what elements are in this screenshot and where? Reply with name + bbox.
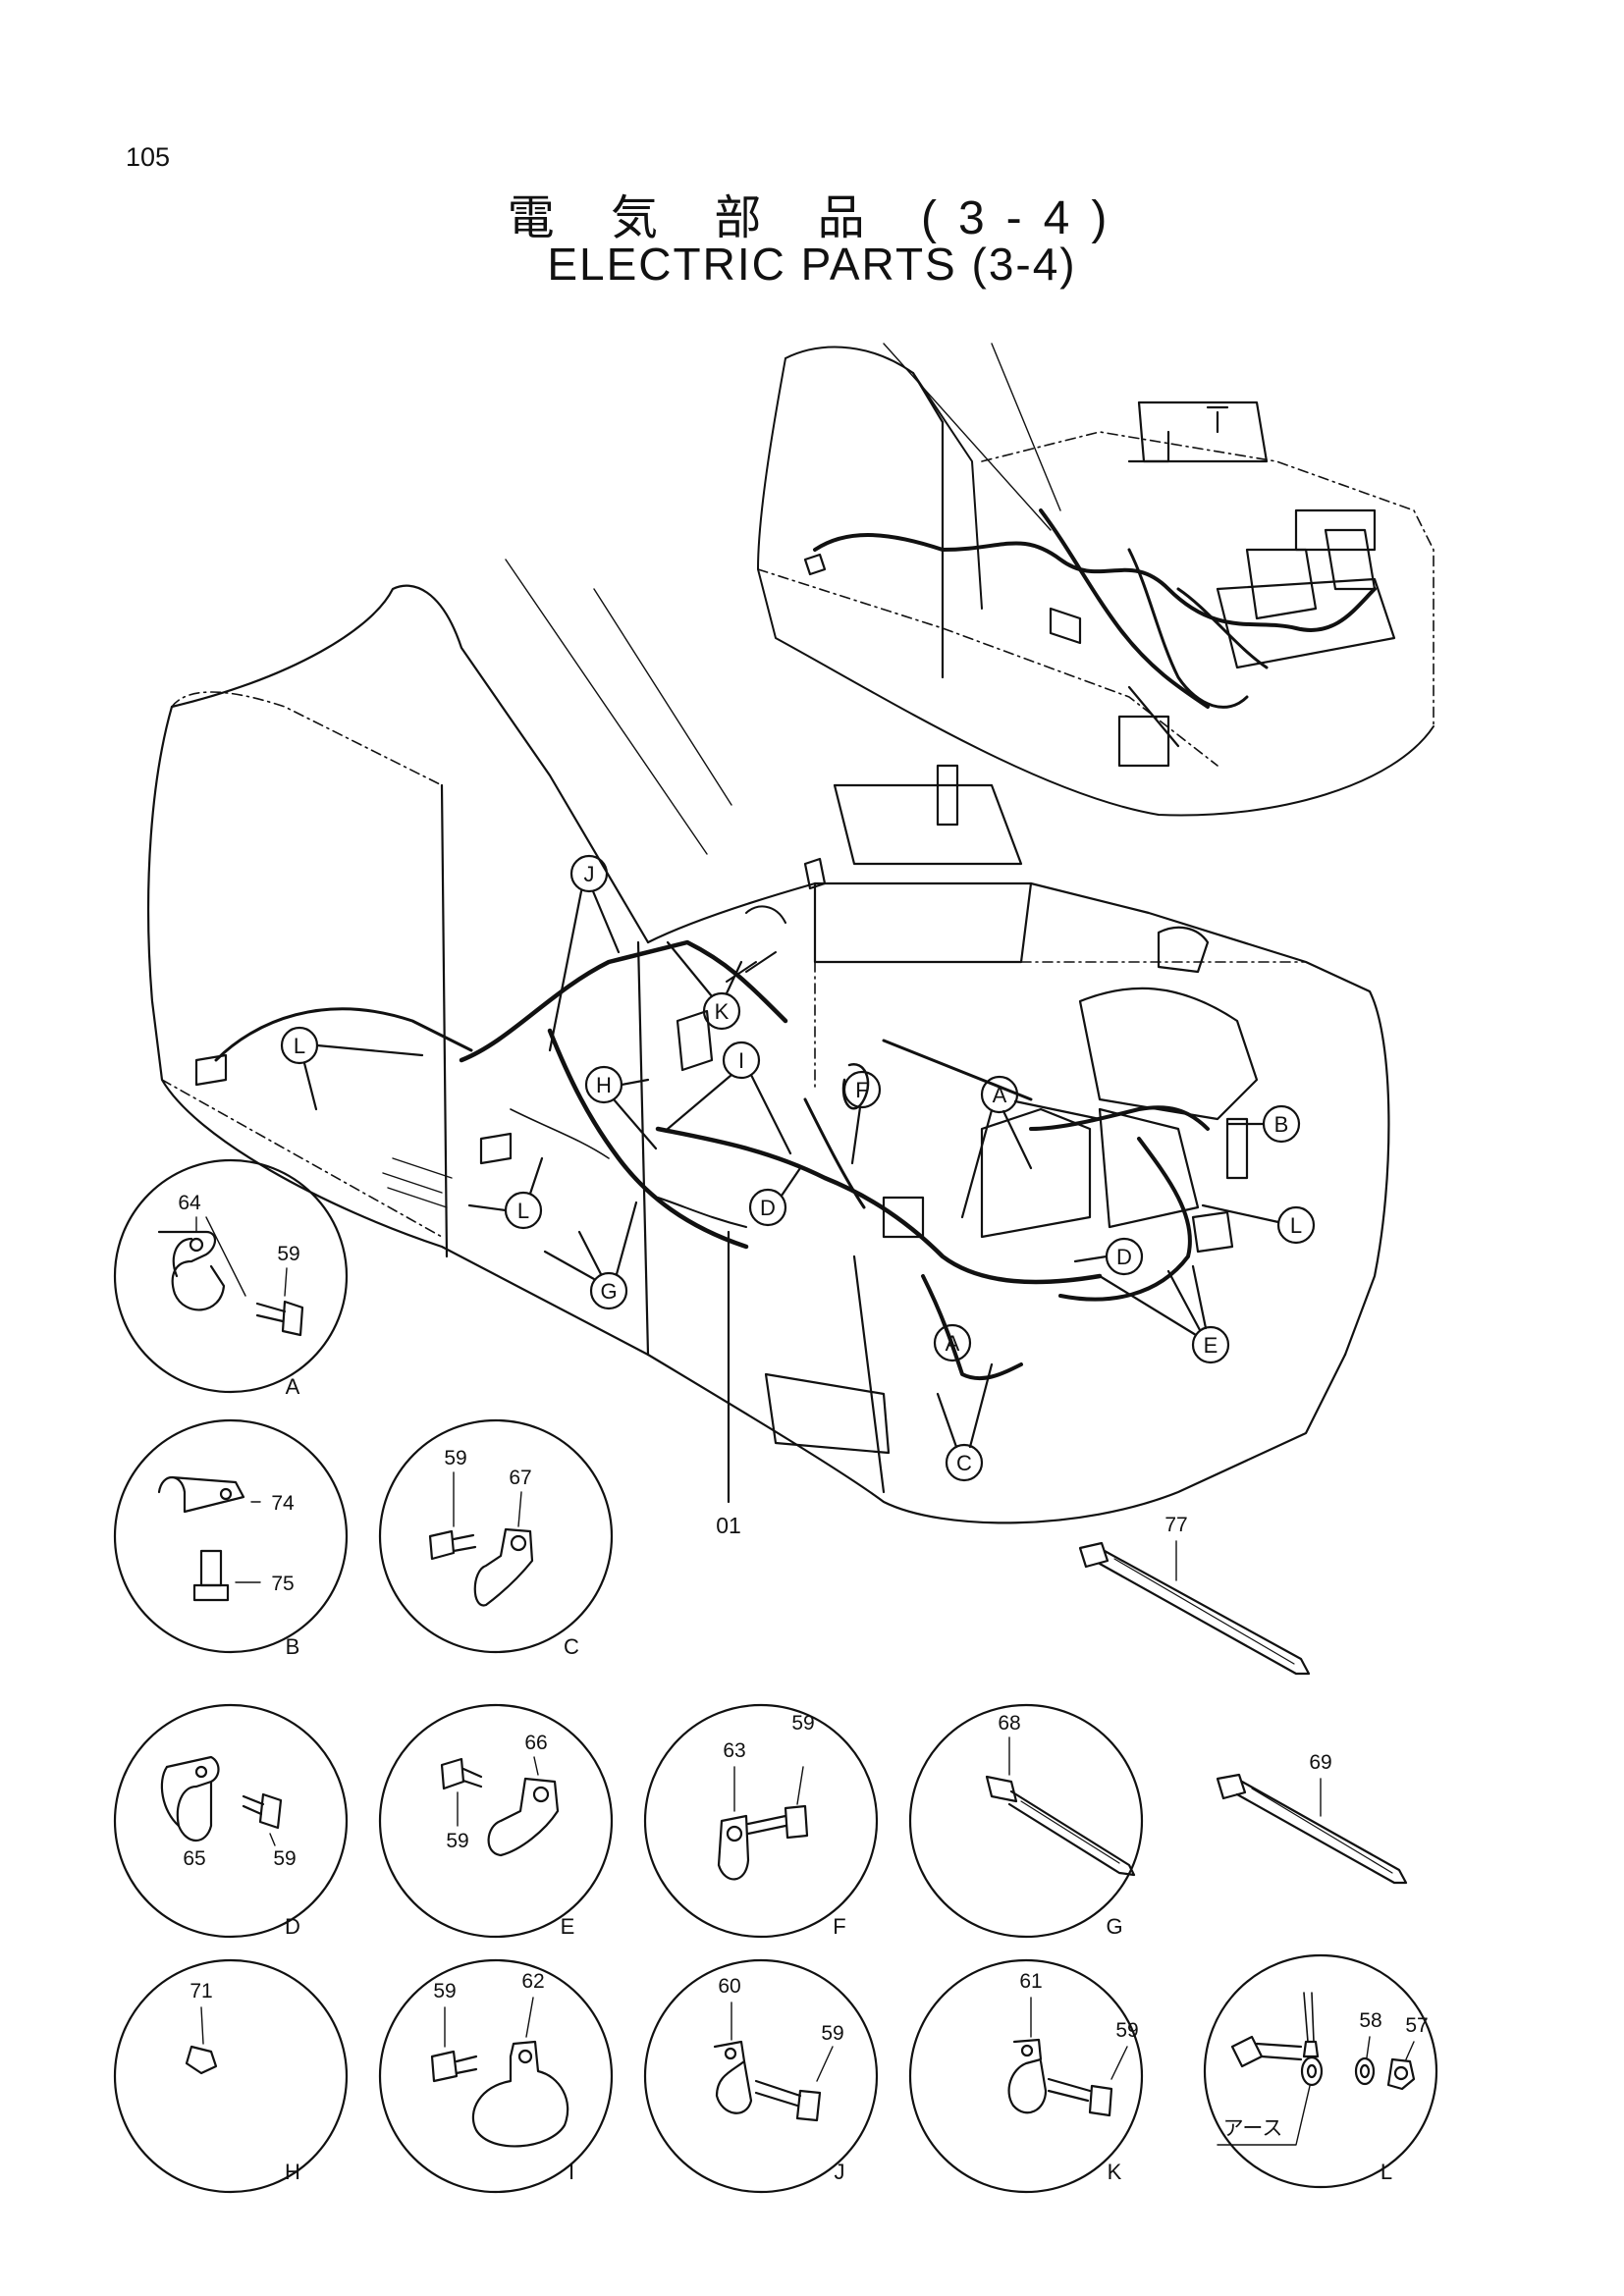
detail-J-letter: J bbox=[835, 2160, 845, 2184]
detail-J: 60 59 J bbox=[643, 1958, 879, 2194]
callout-A-label-2: A bbox=[946, 1331, 960, 1356]
detail-C-part-1: 59 bbox=[444, 1447, 466, 1469]
callout-D-left: D bbox=[748, 1166, 802, 1227]
detail-D-part-1: 65 bbox=[183, 1847, 205, 1870]
detail-K-letter: K bbox=[1108, 2160, 1122, 2184]
detail-L-letter: L bbox=[1380, 2160, 1392, 2184]
detail-H-letter: H bbox=[285, 2160, 300, 2184]
detail-L: 58 57 アース L bbox=[1203, 1953, 1438, 2189]
detail-C-part-2: 67 bbox=[509, 1467, 531, 1489]
detail-H-part-1: 71 bbox=[189, 1980, 212, 2002]
callout-B-label: B bbox=[1274, 1112, 1289, 1137]
detail-B-part-2: 75 bbox=[271, 1573, 294, 1595]
page-number: 105 bbox=[126, 142, 171, 172]
detail-L-part-2: 57 bbox=[1405, 2014, 1428, 2037]
callout-F-label: F bbox=[855, 1078, 868, 1102]
detail-K-part-2: 59 bbox=[1115, 2019, 1138, 2042]
callout-D-right: D bbox=[1073, 1237, 1144, 1276]
callout-J: J bbox=[548, 854, 621, 1052]
detail-A-letter: A bbox=[286, 1374, 300, 1399]
callout-A-lower: A bbox=[931, 1294, 972, 1362]
callout-D-label-2: D bbox=[1116, 1245, 1132, 1269]
detail-I-part-1: 59 bbox=[433, 1980, 456, 2002]
detail-E-part-1: 66 bbox=[524, 1732, 547, 1754]
detail-G: 68 G bbox=[908, 1703, 1144, 1939]
loose-part-77: 77 bbox=[1164, 1514, 1187, 1536]
title-japanese: 電 気 部 品 (3-4) bbox=[507, 192, 1129, 244]
detail-D: 65 59 D bbox=[113, 1703, 349, 1939]
callout-H-label: H bbox=[596, 1073, 612, 1097]
callout-J-label: J bbox=[584, 862, 595, 886]
detail-I-letter: I bbox=[568, 2160, 574, 2184]
callout-G-label: G bbox=[600, 1279, 617, 1304]
harness-part-number: 01 bbox=[716, 1513, 741, 1538]
cable-tie-69: 69 bbox=[1216, 1751, 1408, 1885]
callout-A-label: A bbox=[993, 1083, 1007, 1107]
detail-G-letter: G bbox=[1106, 1914, 1122, 1939]
callout-L-label-2: L bbox=[517, 1199, 529, 1223]
callout-F: F bbox=[842, 1070, 882, 1165]
detail-A-part-1: 64 bbox=[178, 1192, 201, 1214]
callout-I: I bbox=[666, 1041, 792, 1155]
detail-D-part-2: 59 bbox=[273, 1847, 296, 1870]
detail-D-letter: D bbox=[285, 1914, 300, 1939]
detail-J-part-1: 60 bbox=[718, 1975, 740, 1998]
detail-E: 66 59 E bbox=[378, 1703, 614, 1939]
detail-F-part-2: 59 bbox=[791, 1712, 814, 1735]
callout-L-right: L bbox=[1201, 1203, 1316, 1245]
detail-B-letter: B bbox=[286, 1634, 300, 1659]
detail-K: 61 59 K bbox=[908, 1958, 1144, 2194]
detail-A: 64 59 A bbox=[113, 1158, 349, 1399]
detail-C-letter: C bbox=[564, 1634, 579, 1659]
title-english: ELECTRIC PARTS (3-4) bbox=[547, 239, 1077, 290]
callout-L-middle: L bbox=[467, 1156, 544, 1230]
detail-I-part-2: 62 bbox=[521, 1970, 544, 1993]
callout-B: B bbox=[1225, 1104, 1301, 1144]
callout-E: E bbox=[1098, 1264, 1230, 1364]
detail-B-part-1: 74 bbox=[271, 1492, 295, 1515]
detail-F-part-1: 63 bbox=[723, 1739, 745, 1762]
detail-L-part-1: 58 bbox=[1359, 2009, 1381, 2032]
detail-J-part-2: 59 bbox=[821, 2022, 843, 2045]
detail-F: 63 59 F bbox=[643, 1703, 879, 1939]
callout-I-label: I bbox=[738, 1048, 744, 1073]
loose-part-69: 69 bbox=[1309, 1751, 1331, 1774]
callout-L-left: L bbox=[280, 1026, 424, 1111]
detail-G-part-1: 68 bbox=[998, 1712, 1020, 1735]
callout-E-label: E bbox=[1204, 1333, 1218, 1358]
main-machine-view bbox=[146, 559, 1390, 1524]
callout-C: C bbox=[936, 1362, 994, 1482]
harness-part-callout: 01 bbox=[716, 1230, 741, 1538]
detail-A-part-2: 59 bbox=[277, 1243, 299, 1265]
detail-E-letter: E bbox=[561, 1914, 575, 1939]
callout-C-label: C bbox=[956, 1451, 972, 1475]
callout-L-label: L bbox=[294, 1034, 305, 1058]
callout-H: H bbox=[584, 1065, 658, 1150]
detail-I: 59 62 I bbox=[378, 1958, 614, 2194]
detail-L-note: アース bbox=[1223, 2117, 1283, 2140]
detail-K-part-1: 61 bbox=[1019, 1970, 1042, 1993]
detail-B: 74 75 B bbox=[113, 1418, 349, 1659]
callout-L-label-3: L bbox=[1290, 1213, 1302, 1238]
callout-K-label: K bbox=[715, 999, 730, 1024]
inset-machine-view bbox=[757, 343, 1435, 817]
callout-A-upper: A bbox=[960, 1075, 1102, 1219]
cable-tie-77: 77 bbox=[1078, 1514, 1311, 1676]
detail-E-part-2: 59 bbox=[446, 1830, 468, 1852]
detail-H: 71 H bbox=[113, 1958, 349, 2194]
callout-K: K bbox=[666, 940, 743, 1031]
detail-F-letter: F bbox=[833, 1914, 845, 1939]
detail-C: 59 67 C bbox=[378, 1418, 614, 1659]
callout-D-label: D bbox=[760, 1196, 776, 1220]
callout-G: G bbox=[543, 1201, 638, 1310]
